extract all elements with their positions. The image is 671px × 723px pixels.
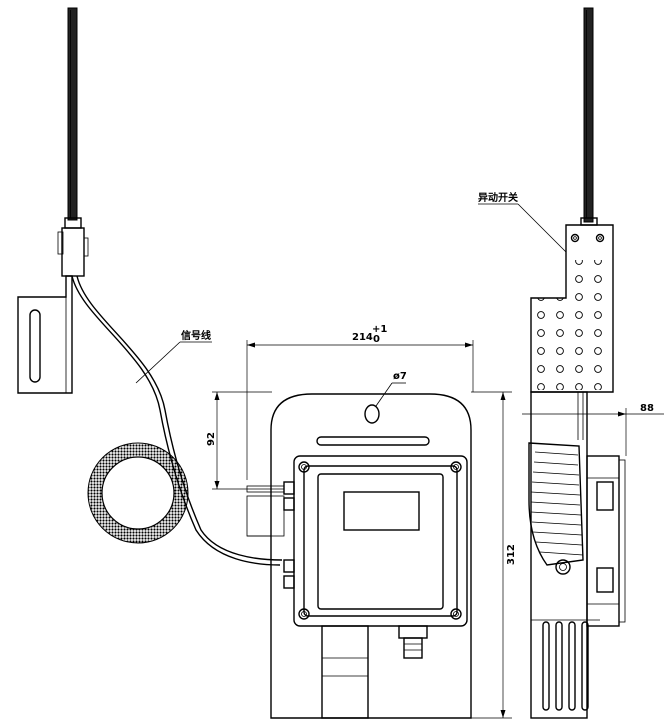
signal-wire-label: 信号线 bbox=[181, 329, 211, 342]
bottom-connector bbox=[398, 625, 428, 639]
dim-mount-height-value: 92 bbox=[206, 432, 217, 446]
mounting-plate bbox=[270, 393, 472, 719]
dim-total-height-value: 312 bbox=[506, 544, 517, 565]
dim-total-height: 312 bbox=[471, 391, 517, 719]
main-enclosure bbox=[246, 455, 468, 719]
dim-width: 214 +1 0 bbox=[246, 324, 474, 480]
side-enclosure bbox=[528, 391, 626, 719]
dim-hole: ø7 bbox=[375, 371, 407, 407]
keyhole-mount bbox=[364, 404, 380, 424]
left-antenna-assembly bbox=[17, 7, 89, 394]
vibration-switch-label: 异动开关 bbox=[478, 191, 518, 204]
dim-side-depth-value: 88 bbox=[640, 403, 654, 414]
left-sensor-block bbox=[61, 227, 85, 277]
dim-mount-height: 92 bbox=[206, 391, 284, 490]
right-antenna-assembly bbox=[530, 7, 614, 393]
dim-width-tol-lower: 0 bbox=[373, 334, 380, 345]
left-l-bracket bbox=[17, 275, 73, 394]
dim-width-value: 214 bbox=[352, 332, 373, 343]
dim-width-tol-upper: +1 bbox=[372, 324, 387, 335]
cable-coil bbox=[87, 442, 189, 544]
dim-hole-value: ø7 bbox=[393, 371, 407, 382]
display-window bbox=[343, 491, 420, 531]
right-antenna bbox=[583, 7, 594, 223]
left-antenna bbox=[67, 7, 78, 221]
dim-side-depth: 88 bbox=[522, 403, 664, 456]
signal-wire-callout: 信号线 bbox=[135, 329, 212, 384]
vibration-switch-callout: 异动开关 bbox=[478, 191, 567, 253]
left-bracket-slot bbox=[29, 309, 41, 383]
sensor-probe bbox=[321, 625, 369, 719]
